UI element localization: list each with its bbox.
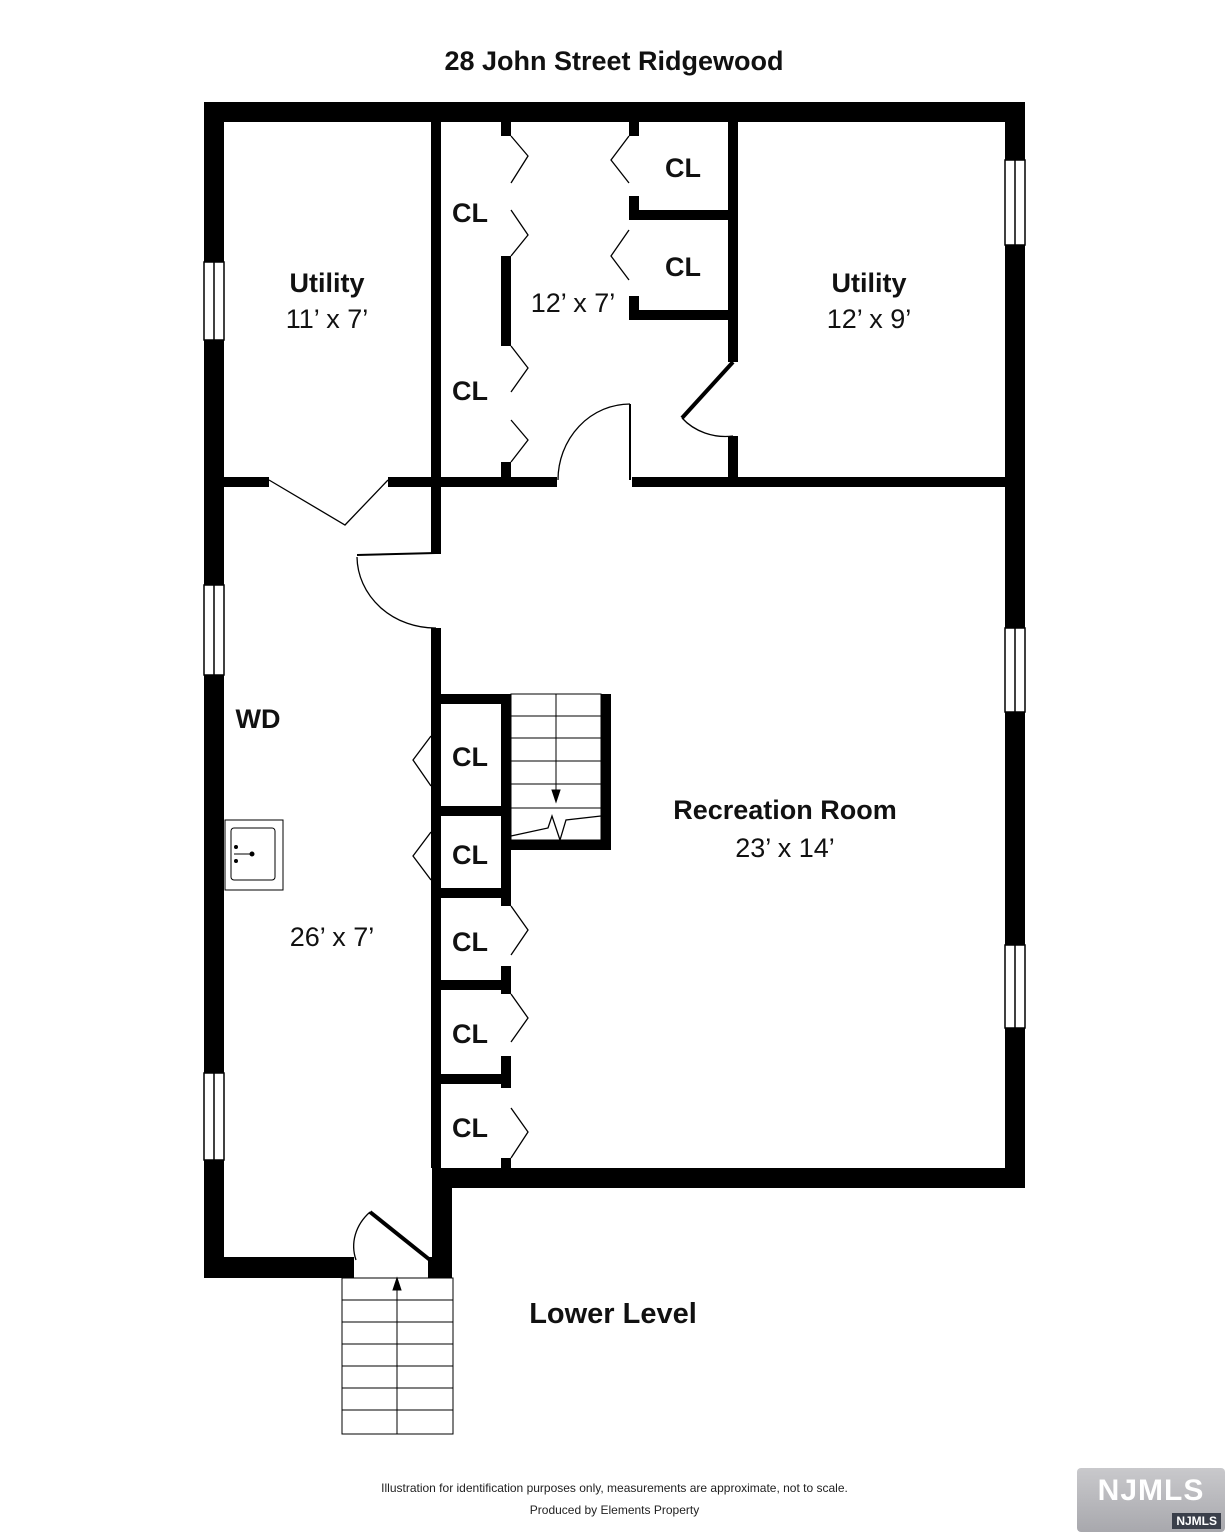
exterior-wall-right-4 xyxy=(1005,1028,1025,1188)
wall-cl-a-top xyxy=(431,694,511,704)
door-util-right-leaf xyxy=(680,360,735,420)
wall-hall-bottom xyxy=(632,477,1005,487)
stair-break xyxy=(510,813,602,843)
walls xyxy=(204,102,1025,1278)
closet-label: CL xyxy=(665,153,701,183)
wall-hall-left xyxy=(431,122,441,554)
level-label: Lower Level xyxy=(529,1298,697,1330)
exterior-wall-bottom-right xyxy=(432,1168,1025,1188)
closet-label: CL xyxy=(452,840,488,870)
room-dims-laundry: 26’ x 7’ xyxy=(290,922,375,952)
exterior-stairs xyxy=(341,1276,454,1435)
door-utility-left xyxy=(268,479,389,526)
exterior-wall-step xyxy=(432,1168,452,1278)
door-cl-b xyxy=(412,831,432,881)
wall-cl-3 xyxy=(501,462,511,480)
closet-label: CL xyxy=(452,742,488,772)
exterior-wall-bottom-left-2 xyxy=(428,1257,452,1278)
footer-producer: Produced by Elements Property xyxy=(529,1503,700,1517)
wall-cl-c-bottom xyxy=(431,980,511,990)
wall-stair-bottom xyxy=(501,840,611,850)
wall-cl-d-bottom xyxy=(431,1074,511,1084)
plan-title: 28 John Street Ridgewood xyxy=(444,46,783,76)
door-cl-mid-right xyxy=(610,229,630,281)
room-name-recreation: Recreation Room xyxy=(673,795,897,825)
laundry-label: WD xyxy=(236,704,281,734)
wall-cl-c-1 xyxy=(501,888,511,906)
wall-cl-5 xyxy=(629,196,639,220)
exterior-wall-bottom-left-1 xyxy=(204,1257,354,1278)
exterior-wall-right-2 xyxy=(1005,245,1025,628)
ext-stair-arrow-head xyxy=(392,1276,402,1291)
room-dims-utility-right: 12’ x 9’ xyxy=(827,304,912,334)
wall-cl-c-2 xyxy=(501,966,511,994)
room-dims-recreation: 23’ x 14’ xyxy=(735,833,835,863)
exterior-wall-left-2 xyxy=(204,340,224,585)
logo-sub-text: NJMLS xyxy=(1172,1513,1221,1529)
room-name-utility-left: Utility xyxy=(289,268,364,298)
door-entry-swing xyxy=(353,1211,371,1261)
exterior-wall-left-3 xyxy=(204,675,224,1073)
room-dims-utility-left: 11’ x 7’ xyxy=(286,304,369,334)
door-cl-c xyxy=(510,905,529,956)
windows xyxy=(203,159,1026,1161)
exterior-wall-right-3 xyxy=(1005,712,1025,945)
wall-cl-a-bottom xyxy=(431,806,511,816)
door-cl-hall-3 xyxy=(510,345,529,393)
closet-label: CL xyxy=(665,252,701,282)
door-entry-leaf xyxy=(368,1210,432,1262)
sink-icon xyxy=(224,819,284,891)
wall-util-right-left-2 xyxy=(728,436,738,480)
wall-cl-8 xyxy=(629,310,738,320)
wall-stair-right xyxy=(601,694,611,850)
stair-arrow-head xyxy=(551,789,561,804)
door-cl-top-right xyxy=(610,135,630,184)
door-hall-swing xyxy=(557,403,631,481)
footer-disclaimer: Illustration for identification purposes… xyxy=(381,1481,848,1495)
wall-cl-d-2 xyxy=(501,1056,511,1088)
closet-label: CL xyxy=(452,376,488,406)
door-util-right-swing xyxy=(681,417,734,438)
exterior-wall-left-1 xyxy=(204,102,224,262)
wall-cl-2 xyxy=(501,256,511,346)
door-cl-e xyxy=(510,1107,529,1159)
wall-util-left-bottom-2 xyxy=(388,477,557,487)
logo-main-text: NJMLS xyxy=(1097,1474,1205,1507)
closet-label: CL xyxy=(452,927,488,957)
wall-cl-e-1 xyxy=(501,1158,511,1170)
exterior-wall-top xyxy=(204,102,1025,122)
door-cl-hall-2 xyxy=(510,209,529,257)
room-name-utility-right: Utility xyxy=(831,268,906,298)
door-cl-hall-4 xyxy=(510,419,529,463)
door-cl-hall-1 xyxy=(510,135,529,184)
wall-util-right-left xyxy=(728,122,738,362)
wall-cl-ab-right xyxy=(501,694,511,894)
wall-cl-1 xyxy=(501,122,511,136)
wall-cl-6 xyxy=(629,210,738,220)
closet-label: CL xyxy=(452,198,488,228)
room-labels: Utility 11’ x 7’ 12’ x 7’ Utility 12’ x … xyxy=(236,153,912,1143)
njmls-logo: NJMLS NJMLS xyxy=(1077,1468,1225,1532)
wall-util-left-bottom-1 xyxy=(224,477,269,487)
wall-cl-b-bottom xyxy=(431,888,511,898)
room-dims-hall: 12’ x 7’ xyxy=(531,288,616,318)
interior-stairs xyxy=(510,693,602,843)
wall-cl-7 xyxy=(629,296,639,320)
exterior-wall-left-4 xyxy=(204,1160,224,1278)
exterior-wall-right-1 xyxy=(1005,102,1025,160)
door-laundry-leaf xyxy=(356,552,437,556)
door-cl-a xyxy=(412,735,432,787)
closet-label: CL xyxy=(452,1019,488,1049)
doors xyxy=(268,135,735,1262)
closet-label: CL xyxy=(452,1113,488,1143)
wall-cl-4 xyxy=(629,122,639,136)
door-laundry-swing xyxy=(356,556,437,629)
door-cl-d xyxy=(510,993,529,1043)
